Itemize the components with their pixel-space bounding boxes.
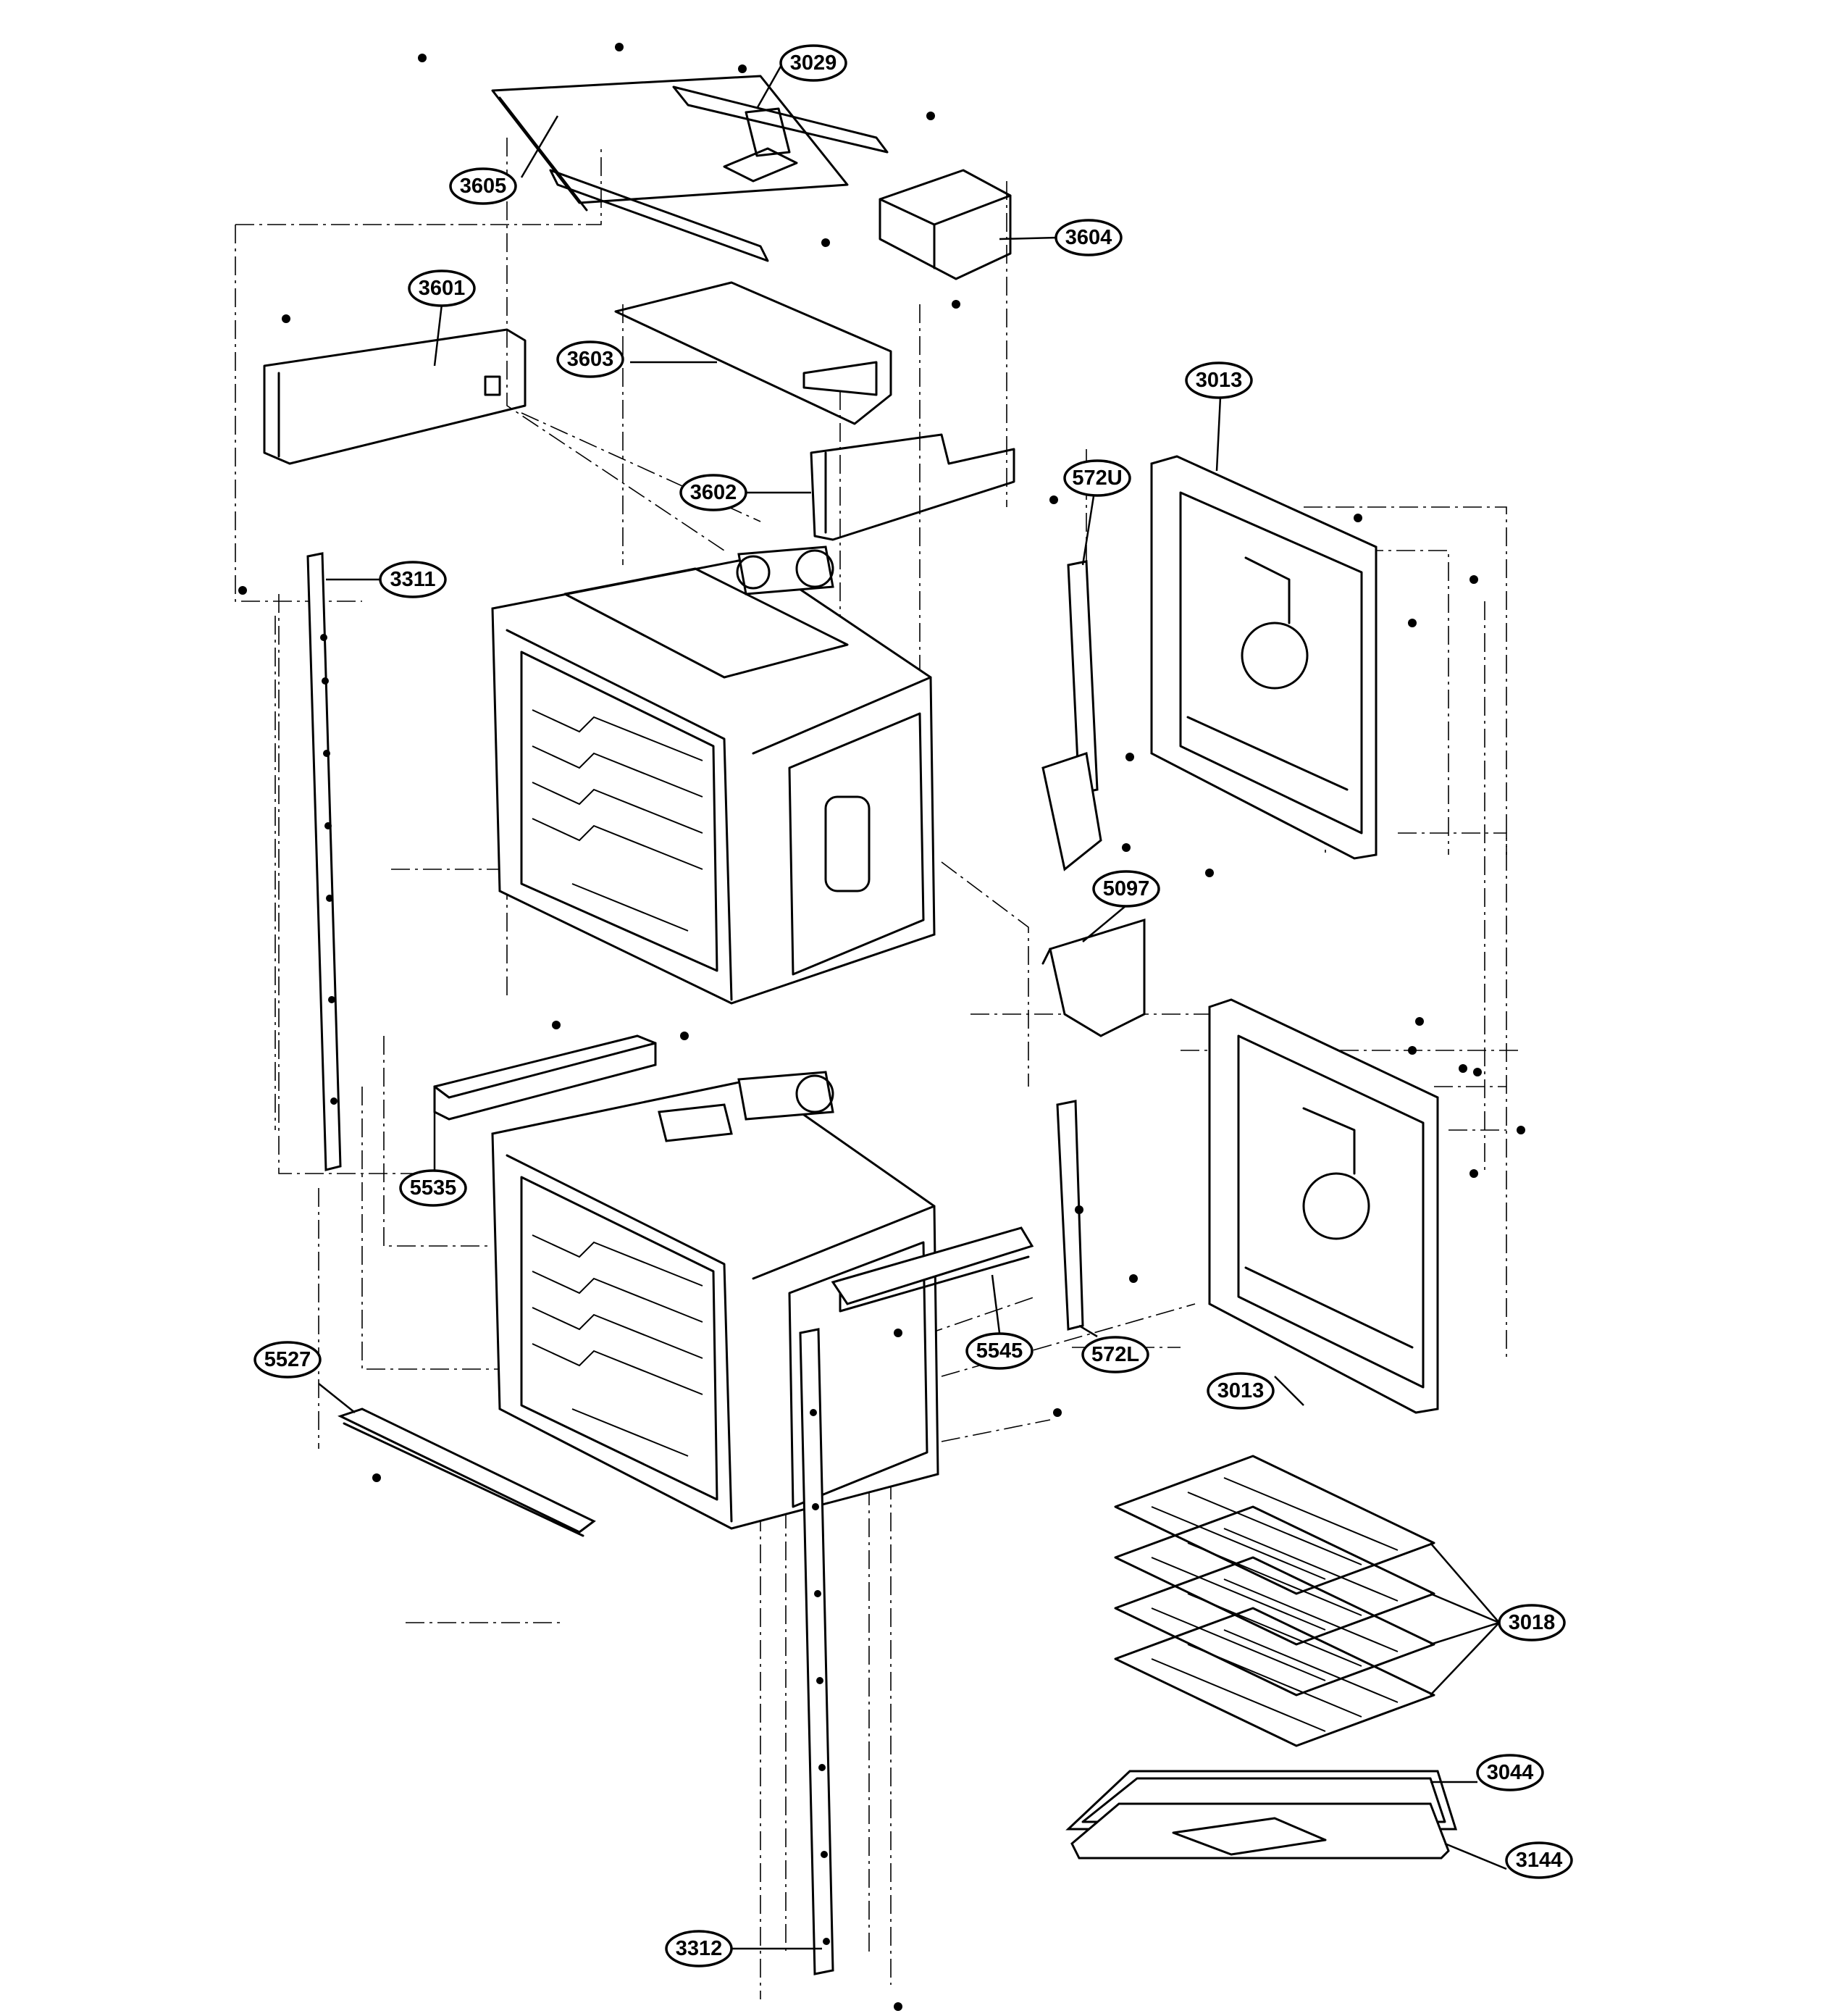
callout-3144: 3144 xyxy=(1505,1841,1573,1879)
top-cover-assembly xyxy=(491,75,889,262)
callout-5545-label: 5545 xyxy=(976,1339,1023,1363)
callout-3029-label: 3029 xyxy=(790,51,837,75)
callout-3018: 3018 xyxy=(1498,1604,1566,1641)
side-panel-3013-lower xyxy=(1208,998,1439,1414)
callout-3601: 3601 xyxy=(408,269,476,307)
callout-572U-label: 572U xyxy=(1072,467,1122,490)
callout-3029: 3029 xyxy=(779,44,847,82)
callout-3603: 3603 xyxy=(556,340,624,378)
trim-5527 xyxy=(337,1408,596,1537)
callout-5097-label: 5097 xyxy=(1103,877,1150,900)
side-rail-3312 xyxy=(799,1328,834,1975)
leader-lines xyxy=(318,63,1507,1950)
panel-3602 xyxy=(810,433,1015,541)
callout-3602-label: 3602 xyxy=(690,481,737,504)
broil-pan-3144 xyxy=(1070,1802,1450,1860)
callout-3312: 3312 xyxy=(665,1930,733,1967)
panel-3601 xyxy=(263,328,527,465)
side-panel-3013-upper xyxy=(1150,455,1378,860)
screws xyxy=(238,43,1525,2011)
panel-3603 xyxy=(614,281,892,425)
callout-5535-label: 5535 xyxy=(410,1176,457,1200)
callout-3311: 3311 xyxy=(379,561,447,598)
callout-5527: 5527 xyxy=(253,1341,322,1379)
bracket-5545 xyxy=(831,1226,1034,1313)
callout-3013-lower: 3013 xyxy=(1207,1372,1275,1410)
bracket-5097 xyxy=(1041,918,1146,1037)
callout-3603-label: 3603 xyxy=(567,348,614,371)
callout-572U: 572U xyxy=(1063,459,1131,497)
upper-oven-cavity xyxy=(491,545,936,1005)
bracket-572U xyxy=(1041,560,1102,871)
callout-3602: 3602 xyxy=(679,474,747,511)
callout-3018-label: 3018 xyxy=(1509,1611,1556,1634)
callout-3044-label: 3044 xyxy=(1487,1761,1534,1784)
callout-572L-label: 572L xyxy=(1091,1343,1139,1366)
callout-3144-label: 3144 xyxy=(1516,1849,1563,1872)
callout-3605: 3605 xyxy=(449,167,517,205)
side-rail-3311 xyxy=(306,552,342,1171)
callout-3044: 3044 xyxy=(1476,1754,1544,1791)
callout-3013-upper-label: 3013 xyxy=(1196,369,1243,392)
bracket-3604 xyxy=(879,169,1012,280)
callout-5097: 5097 xyxy=(1092,870,1160,908)
callout-3604-label: 3604 xyxy=(1065,226,1112,249)
callout-572L: 572L xyxy=(1081,1336,1149,1373)
callout-3601-label: 3601 xyxy=(419,277,466,300)
callout-5545: 5545 xyxy=(965,1332,1034,1370)
callout-3311-label: 3311 xyxy=(390,568,436,591)
oven-racks-3018 xyxy=(1114,1455,1435,1747)
callout-5527-label: 5527 xyxy=(264,1348,311,1371)
callouts: 3029 3605 3604 3601 3603 3013 3602 572U … xyxy=(253,44,1573,1967)
callout-3604: 3604 xyxy=(1055,219,1123,256)
callout-3312-label: 3312 xyxy=(676,1937,723,1960)
callout-3605-label: 3605 xyxy=(460,175,507,198)
bracket-572L xyxy=(1056,1100,1084,1331)
lower-oven-cavity xyxy=(491,1071,939,1530)
callout-3013-upper: 3013 xyxy=(1185,361,1253,399)
callout-3013-lower-label: 3013 xyxy=(1217,1379,1265,1402)
callout-5535: 5535 xyxy=(399,1169,467,1207)
